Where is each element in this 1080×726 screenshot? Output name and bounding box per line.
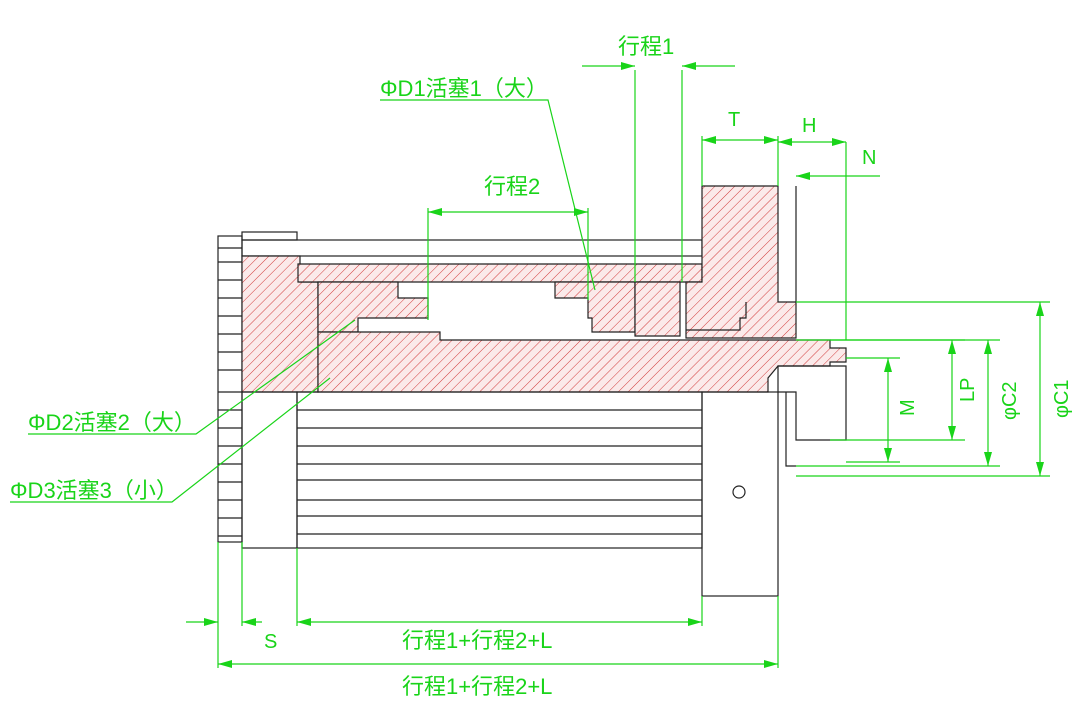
- piston-1-ring: [634, 281, 681, 337]
- head-step: [686, 302, 747, 331]
- label-c2: φC2: [999, 381, 1021, 420]
- top-cover-plate: [241, 239, 703, 257]
- label-c1: φC1: [1051, 379, 1073, 418]
- top-clamp-plate: [241, 231, 298, 241]
- label-stroke-2: 行程2: [484, 174, 540, 199]
- piston-rod: [317, 331, 847, 393]
- label-piston-1-diameter: ΦD1活塞1（大）: [380, 76, 548, 101]
- label-stroke-1: 行程1: [618, 34, 674, 59]
- nut-teeth: [218, 247, 242, 537]
- label-s: S: [264, 631, 277, 653]
- port-hole: [732, 485, 746, 499]
- left-lower-cap: [241, 391, 298, 549]
- rod-end-step: [785, 392, 796, 467]
- label-lp: LP: [957, 378, 979, 402]
- label-piston-3-diameter: ΦD3活塞3（小）: [10, 478, 178, 503]
- rod-end: [777, 365, 847, 441]
- cylinder-body: [217, 185, 847, 597]
- label-h: H: [802, 115, 816, 137]
- label-length-inner: 行程1+行程2+L: [402, 628, 552, 653]
- left-nut: [217, 235, 243, 543]
- label-m: M: [897, 399, 919, 416]
- dimension-labels: 行程1 ΦD1活塞1（大） 行程2 T H N ΦD2活塞2（大） ΦD3活塞3…: [10, 34, 1073, 699]
- piston-1: [317, 281, 429, 333]
- dimension-lines: [10, 62, 1050, 668]
- label-length-outer: 行程1+行程2+L: [402, 674, 552, 699]
- label-n: N: [862, 147, 876, 169]
- upper-sleeve: [297, 263, 703, 283]
- label-piston-2-diameter: ΦD2活塞2（大）: [28, 410, 196, 435]
- head-housing: [701, 391, 779, 597]
- barrel-fins: [296, 391, 703, 549]
- right-head-block: [685, 185, 797, 339]
- label-t: T: [728, 109, 740, 131]
